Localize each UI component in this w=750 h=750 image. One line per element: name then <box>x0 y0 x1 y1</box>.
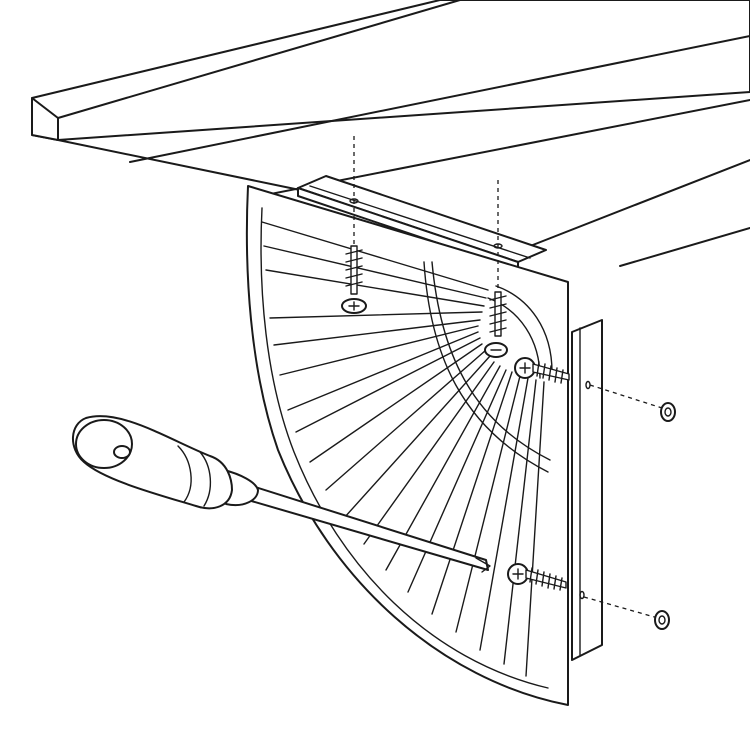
screw <box>484 291 508 358</box>
bracket-ribs <box>261 221 545 677</box>
washer <box>654 610 670 630</box>
screw <box>341 245 367 314</box>
corner-bracket <box>245 185 569 706</box>
side-mounting-plate <box>571 319 603 661</box>
screwdriver-icon <box>72 415 491 573</box>
alignment-guides <box>353 136 663 619</box>
screw <box>507 563 567 591</box>
screw <box>514 357 570 384</box>
washer <box>660 402 676 422</box>
shelf-board <box>31 0 750 267</box>
